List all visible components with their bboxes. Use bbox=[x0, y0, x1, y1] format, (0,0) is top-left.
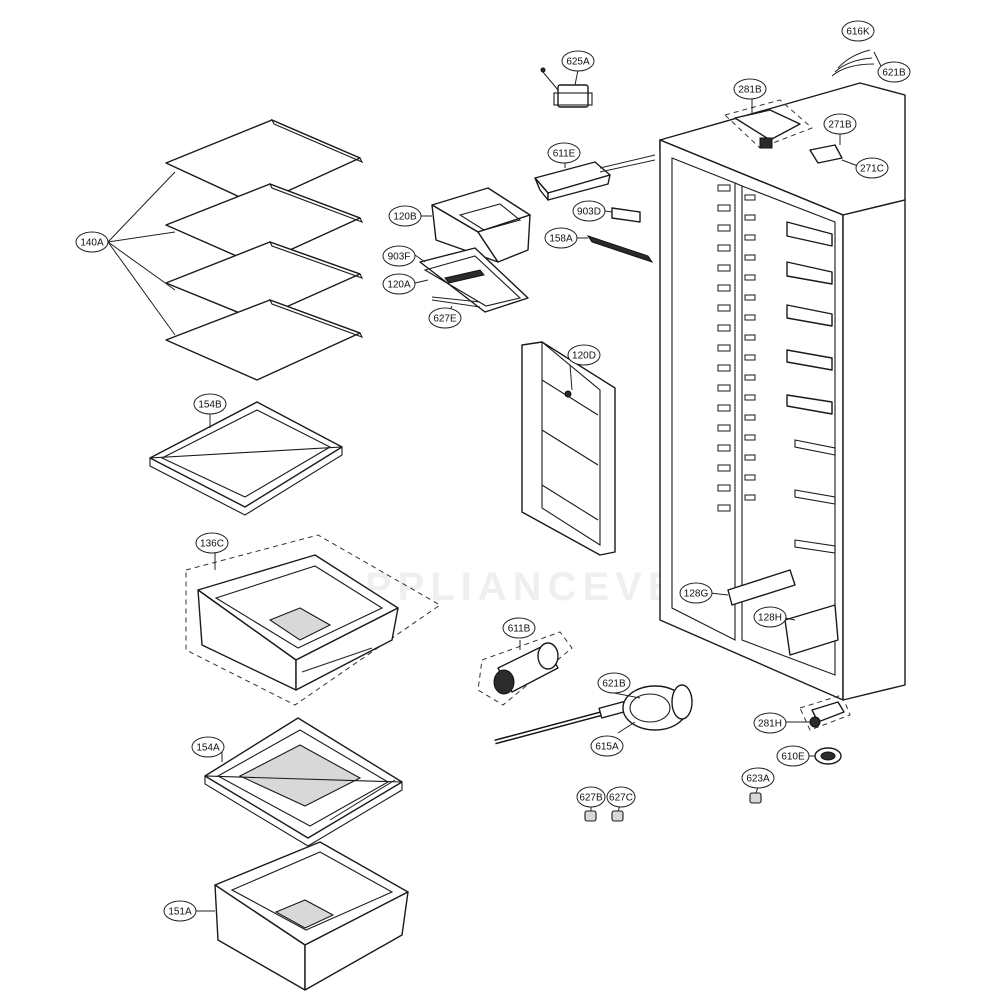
callout-154A: 154A bbox=[191, 736, 225, 758]
freezer-rail-slots bbox=[717, 184, 756, 512]
svg-text:128G: 128G bbox=[684, 589, 709, 600]
svg-text:615A: 615A bbox=[595, 742, 619, 753]
small-strips-903D-158A bbox=[577, 207, 654, 263]
callout-627B: 627B bbox=[576, 786, 606, 808]
callout-271C: 271C bbox=[855, 157, 889, 179]
bottom-drawer bbox=[196, 841, 409, 991]
svg-text:154A: 154A bbox=[196, 743, 220, 754]
door-panel-120D bbox=[521, 340, 616, 556]
svg-text:281H: 281H bbox=[758, 719, 782, 730]
callout-903D: 903D bbox=[572, 200, 606, 222]
svg-text:903D: 903D bbox=[577, 207, 601, 218]
svg-text:120D: 120D bbox=[572, 351, 596, 362]
svg-text:151A: 151A bbox=[168, 907, 192, 918]
svg-text:625A: 625A bbox=[566, 57, 590, 68]
callout-616K: 616K bbox=[841, 20, 875, 42]
callout-271B: 271B bbox=[823, 113, 857, 135]
svg-text:627E: 627E bbox=[433, 314, 457, 325]
callout-leaders-140A bbox=[107, 171, 176, 336]
callout-151A: 151A bbox=[163, 900, 197, 922]
control-module-625A bbox=[540, 67, 593, 108]
callout-140A: 140A bbox=[75, 231, 109, 253]
callout-610E: 610E bbox=[776, 745, 810, 767]
callout-623A: 623A bbox=[741, 767, 775, 789]
svg-text:136C: 136C bbox=[200, 539, 224, 550]
svg-text:623A: 623A bbox=[746, 774, 770, 785]
crisper-cover-tray bbox=[204, 717, 403, 847]
hinge-281H-610E bbox=[786, 694, 851, 765]
dispenser-housing-120B bbox=[420, 187, 531, 263]
glass-shelves bbox=[165, 118, 364, 381]
callout-611E: 611E bbox=[547, 142, 581, 164]
callout-128H: 128H bbox=[753, 606, 787, 628]
ice-bin-611E bbox=[534, 154, 656, 201]
callout-136C: 136C bbox=[195, 532, 229, 554]
cover-assembly-120A bbox=[414, 247, 529, 319]
fan-motor-615A bbox=[494, 684, 693, 745]
frame-shelf bbox=[149, 401, 343, 516]
svg-text:621B: 621B bbox=[602, 679, 626, 690]
svg-text:627B: 627B bbox=[579, 793, 603, 804]
callout-611B: 611B bbox=[502, 617, 536, 639]
water-filter-611B bbox=[477, 631, 573, 706]
svg-text:611B: 611B bbox=[508, 624, 531, 635]
callout-627E: 627E bbox=[428, 307, 462, 329]
callout-281H: 281H bbox=[753, 712, 787, 734]
crisper-drawer-assembly bbox=[185, 534, 441, 706]
callout-120A: 120A bbox=[382, 273, 416, 295]
svg-text:627C: 627C bbox=[609, 793, 633, 804]
fresh-food-shelf-brackets bbox=[709, 221, 839, 656]
callout-615A: 615A bbox=[590, 735, 624, 757]
svg-text:281B: 281B bbox=[738, 85, 762, 96]
clips-627B-627C-623A bbox=[584, 786, 762, 822]
callout-120D: 120D bbox=[567, 344, 601, 366]
callout-621B-mid: 621B bbox=[597, 672, 631, 694]
svg-text:128H: 128H bbox=[758, 613, 782, 624]
svg-text:120A: 120A bbox=[387, 280, 411, 291]
svg-text:154B: 154B bbox=[198, 400, 222, 411]
callout-158A: 158A bbox=[544, 227, 578, 249]
callout-154B: 154B bbox=[193, 393, 227, 415]
callout-120B: 120B bbox=[388, 205, 422, 227]
svg-text:140A: 140A bbox=[80, 238, 104, 249]
callout-625A: 625A bbox=[561, 50, 595, 72]
callout-621B-top: 621B bbox=[877, 61, 911, 83]
svg-text:903F: 903F bbox=[388, 252, 411, 263]
callout-128G: 128G bbox=[679, 582, 713, 604]
svg-text:610E: 610E bbox=[781, 752, 805, 763]
callout-627C: 627C bbox=[606, 786, 636, 808]
svg-text:621B: 621B bbox=[882, 68, 906, 79]
callout-281B: 281B bbox=[733, 78, 767, 100]
svg-text:271C: 271C bbox=[860, 164, 884, 175]
svg-text:158A: 158A bbox=[549, 234, 573, 245]
svg-text:611E: 611E bbox=[553, 149, 576, 160]
callout-903F: 903F bbox=[382, 245, 416, 267]
svg-text:616K: 616K bbox=[846, 27, 870, 38]
svg-text:120B: 120B bbox=[393, 212, 417, 223]
svg-text:271B: 271B bbox=[828, 120, 852, 131]
